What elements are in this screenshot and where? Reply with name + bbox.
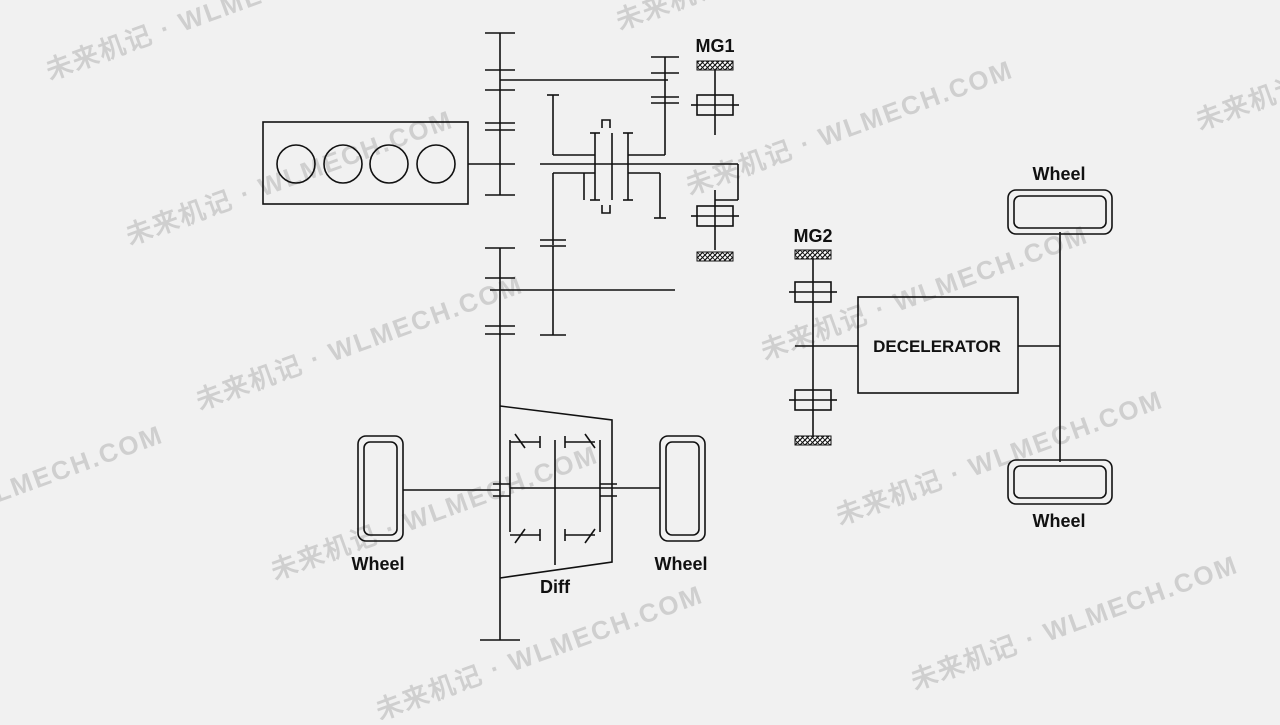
mg2-label: MG2	[793, 226, 832, 246]
input-gear-set	[485, 32, 668, 196]
rear-bottom-wheel-label: Wheel	[1032, 511, 1085, 531]
diff-label: Diff	[540, 577, 571, 597]
mg1-motor	[691, 60, 739, 135]
watermark-8: 未来机记 · WLMECH.COM	[832, 384, 1167, 531]
watermark-11: 未来机记 · WLMECH.COM	[372, 579, 707, 720]
watermark-5: 未来机记 · WLMECH.COM	[612, 0, 947, 36]
front-left-wheel	[357, 435, 404, 542]
mg1-lower-motor	[691, 190, 739, 262]
front-left-wheel-label: Wheel	[351, 554, 404, 574]
mg1-label: MG1	[695, 36, 734, 56]
engine	[262, 121, 515, 205]
watermark-9: 未来机记 · WLMECH.COM	[907, 549, 1242, 696]
watermark-6: 未来机记 · WLMECH.COM	[682, 54, 1017, 201]
output-shaft	[480, 334, 520, 641]
watermark-1: 未来机记 · WLMECH.COM	[42, 0, 377, 86]
differential	[403, 405, 660, 579]
decelerator-box	[857, 296, 1060, 394]
rear-top-wheel	[1007, 189, 1113, 235]
watermark-2: 未来机记 · WLMECH.COM	[122, 104, 457, 251]
watermark-4: 未来机记 · WLMECH.COM	[267, 439, 602, 586]
rear-top-wheel-label: Wheel	[1032, 164, 1085, 184]
front-right-wheel-label: Wheel	[654, 554, 707, 574]
watermark-12: 未来机记 · WLMECH.COM	[1192, 0, 1280, 136]
watermark-10: 未来机记 · WLMECH.COM	[0, 419, 167, 566]
front-right-wheel	[659, 435, 706, 542]
mg1-gear-stack	[628, 56, 679, 156]
rear-bottom-wheel	[1007, 459, 1113, 505]
planetary-gear-set	[540, 94, 739, 245]
decelerator-label: DECELERATOR	[873, 337, 1001, 356]
mg2-motor	[789, 249, 858, 446]
watermark-3: 未来机记 · WLMECH.COM	[192, 269, 527, 416]
